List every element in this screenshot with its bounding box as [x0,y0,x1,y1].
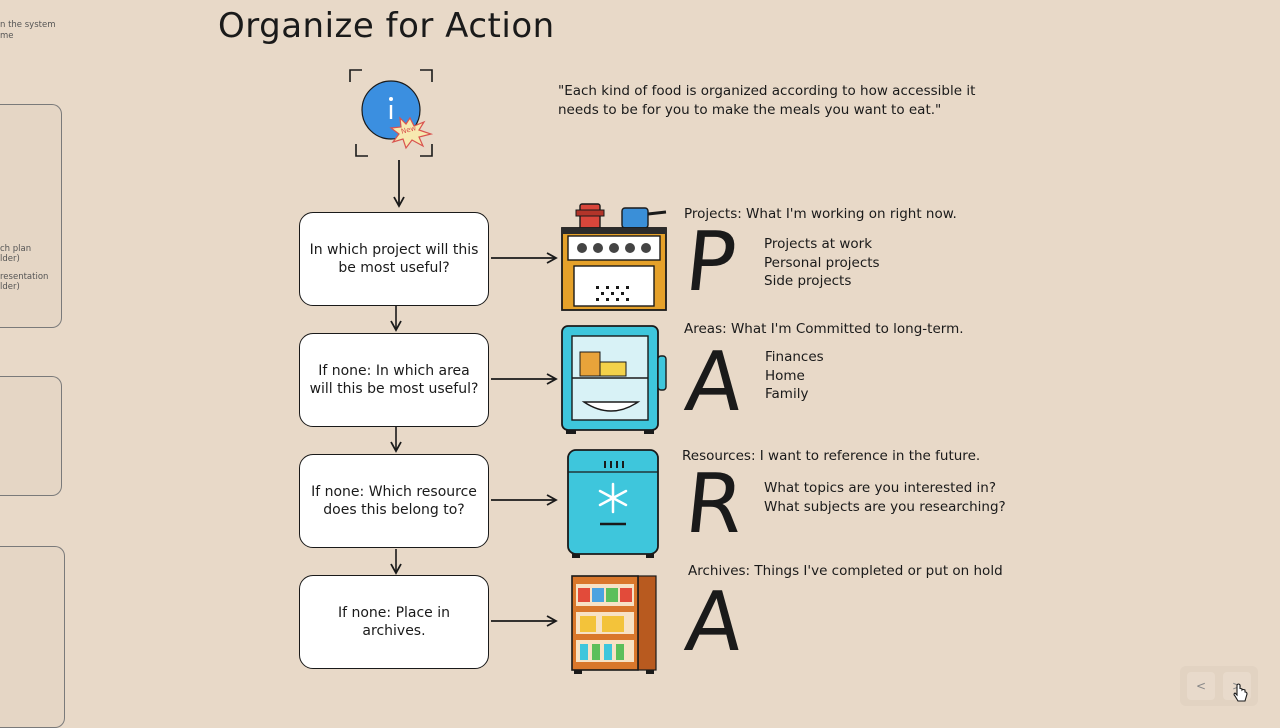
flow-step-text: If none: Place in archives. [337,605,451,639]
list-item: Family [765,386,809,402]
flow-step-project[interactable]: In which project will this be most usefu… [299,212,489,306]
projects-list: Projects at work Personal projects Side … [764,235,880,291]
freezer-icon [567,449,659,558]
flow-step-text: If none: Which resource does this belong… [311,484,477,518]
list-item: Personal projects [764,254,880,271]
list-item: What topics are you interested in? [764,480,997,496]
sidebar-panel[interactable] [0,104,62,328]
sidebar-panel[interactable] [0,376,62,496]
list-item: Finances [765,349,824,365]
projects-heading: Projects: What I'm working on right now. [684,206,957,222]
sidebar-fragment: ch plan [0,244,32,254]
mouse-cursor-icon [1233,683,1248,702]
letter-a-areas: A [681,335,748,430]
list-item: Home [765,367,805,384]
sidebar-fragment: resentation [0,272,49,282]
sidebar-fragment: lder) [0,254,20,264]
chevron-left-icon: < [1195,679,1207,693]
letter-a-archives: A [681,575,748,670]
page-title: Organize for Action [218,6,555,46]
new-badge-icon [389,116,434,150]
pantry-icon [571,575,657,674]
letter-r: R [681,457,749,552]
sidebar-fragment: n the system [0,20,56,30]
list-item: What subjects are you researching? [764,498,1006,515]
flow-step-resource[interactable]: If none: Which resource does this belong… [299,454,489,548]
fridge-icon [561,325,667,434]
stove-icon [561,203,667,311]
flow-step-text: If none: In which area will this be most… [309,363,479,397]
list-item: Projects at work [764,236,873,252]
flow-step-archive[interactable]: If none: Place in archives. [299,575,489,669]
list-item: Side projects [764,273,852,289]
areas-list: Finances Home Family [765,348,824,404]
sidebar-fragment: me [0,31,14,41]
flow-step-text: In which project will this be most usefu… [309,242,479,276]
archives-heading: Archives: Things I've completed or put o… [688,563,1003,579]
resources-heading: Resources: I want to reference in the fu… [682,448,981,464]
letter-p: P [681,215,741,310]
resources-list: What topics are you interested in? What … [764,479,1006,516]
flow-step-area[interactable]: If none: In which area will this be most… [299,333,489,427]
areas-heading: Areas: What I'm Committed to long-term. [684,321,964,337]
quote-text: "Each kind of food is organized accordin… [558,83,976,118]
prev-slide-button[interactable]: < [1187,672,1215,700]
sidebar-fragment: lder) [0,282,20,292]
